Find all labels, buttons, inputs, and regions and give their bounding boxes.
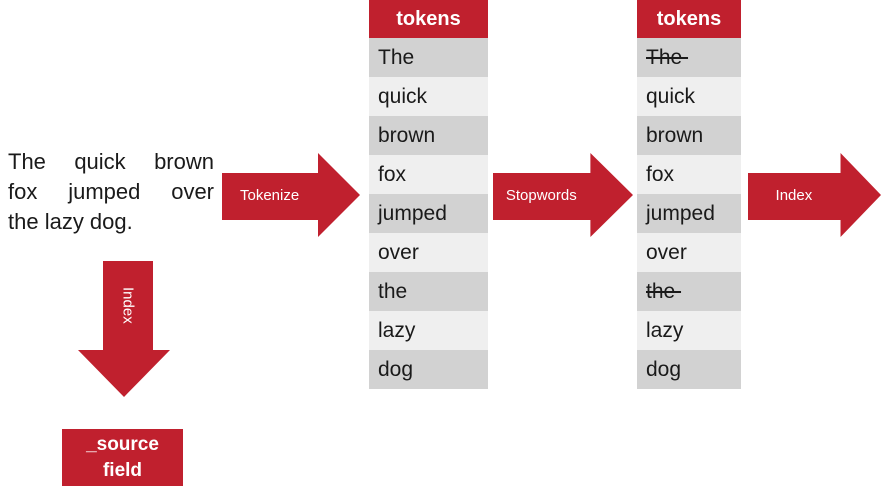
tokens-table-stopwords-removed: tokens The quick brown fox jumped over the la… [637,0,741,389]
paragraph-word: quick [74,149,126,174]
token-text: The [378,45,415,69]
paragraph-word: The [8,149,46,174]
paragraph-word: brown [154,149,214,174]
paragraph-line: The quick brown [8,147,214,177]
tokens-table-tokenized: tokens The quick brown fox jumped over the lazy… [369,0,488,389]
token-row: The [369,38,488,77]
token-row: The [637,38,741,77]
stopwords-arrow-label: Stopwords [505,186,577,204]
token-text: dog [646,357,682,381]
token-text: over [646,240,687,264]
token-row: dog [369,350,488,389]
token-row: brown [637,116,741,155]
token-row: fox [637,155,741,194]
token-row: the [637,272,741,311]
down-arrow-icon [78,261,170,397]
tokens-table-header: tokens [637,0,741,38]
paragraph-word: jumped [68,179,141,204]
token-text: brown [646,123,704,147]
token-row: quick [637,77,741,116]
paragraph-word: over [171,179,214,204]
tokenize-arrow: Tokenize [222,153,360,237]
token-row: over [369,233,488,272]
paragraph-word: fox [8,179,38,204]
token-row: lazy [637,311,741,350]
token-row: fox [369,155,488,194]
token-row: jumped [637,194,741,233]
token-text: the [378,279,408,303]
index-arrow-down-label: Index [119,286,137,324]
token-row: brown [369,116,488,155]
token-row: jumped [369,194,488,233]
tokens-table-header: tokens [369,0,488,38]
index-arrow-right-label: Index [775,186,813,204]
token-text: lazy [378,318,416,342]
token-text: quick [646,84,696,108]
token-row: lazy [369,311,488,350]
token-row: the [369,272,488,311]
token-text: fox [646,162,675,186]
token-row: dog [637,350,741,389]
token-row: over [637,233,741,272]
right-arrow-icon [748,153,881,237]
source-text: The quick brown fox jumped over the lazy dog. [8,147,214,237]
right-arrow-icon [222,153,360,237]
index-arrow-down: Index [78,261,170,397]
token-text: over [378,240,419,264]
token-text: brown [378,123,436,147]
token-text: quick [378,84,428,108]
token-text: The [646,45,689,69]
stopwords-arrow: Stopwords [493,153,633,237]
paragraph-line: fox jumped over [8,177,214,207]
token-text: lazy [646,318,684,342]
token-row: quick [369,77,488,116]
tokenize-arrow-label: Tokenize [240,186,300,204]
source-field-box: _source field [62,429,183,486]
token-text: fox [378,162,407,186]
index-arrow-right: Index [748,153,881,237]
token-text: dog [378,357,414,381]
token-text: the [646,279,682,303]
token-text: jumped [646,201,715,225]
paragraph-line: the lazy dog. [8,209,133,234]
token-text: jumped [378,201,447,225]
right-arrow-icon [493,153,633,237]
